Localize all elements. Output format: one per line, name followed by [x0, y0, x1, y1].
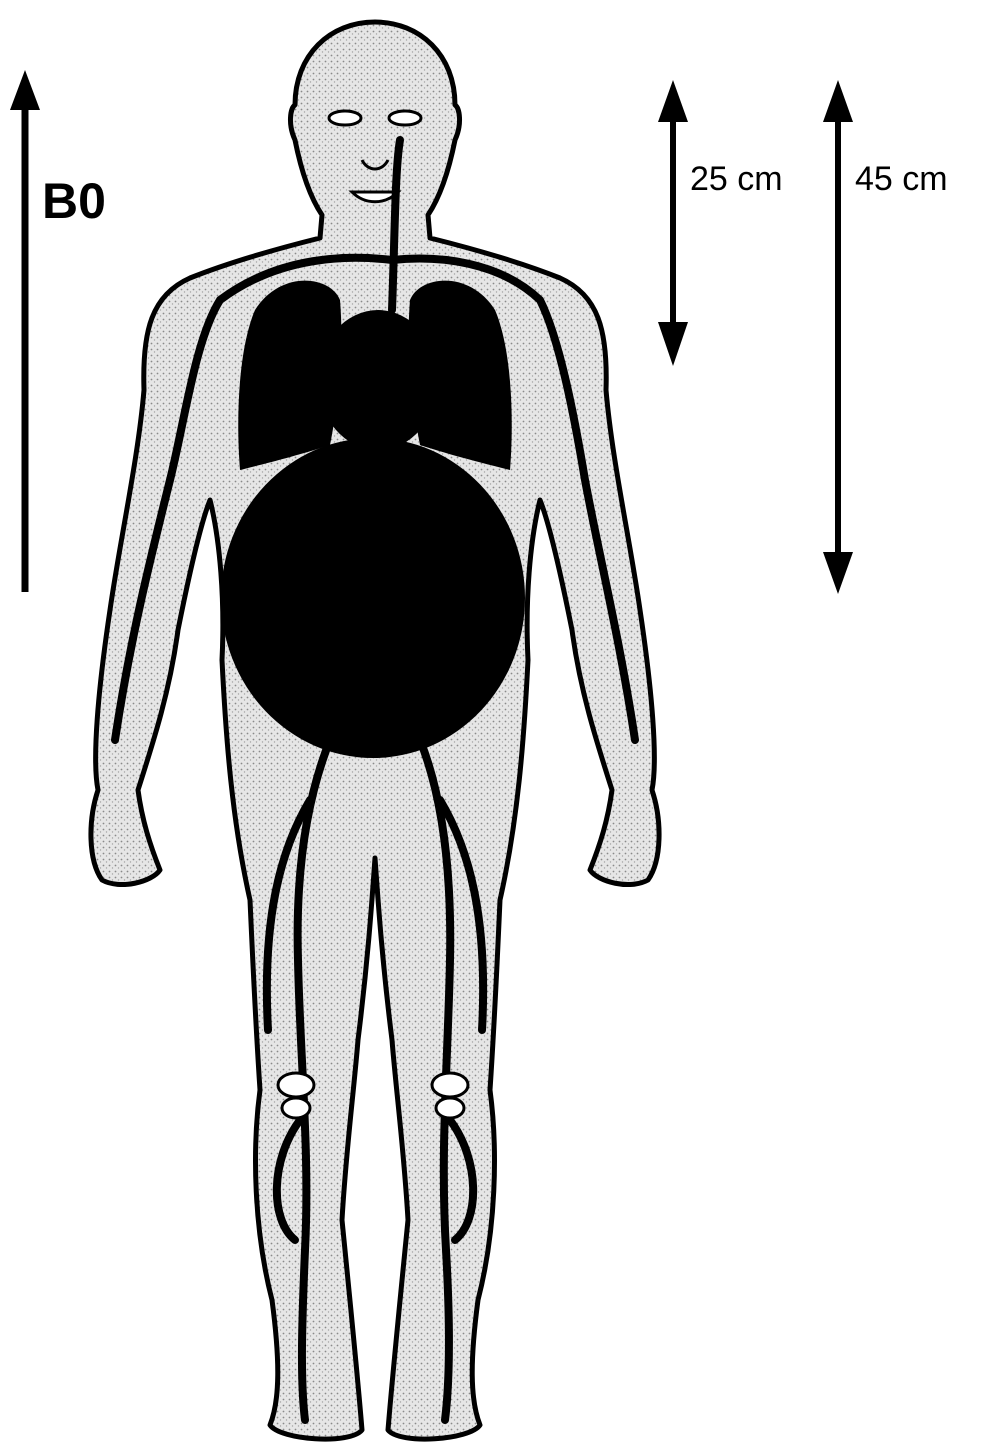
b0-arrow: [10, 70, 40, 592]
b0-label: B0: [42, 173, 106, 229]
heart: [318, 310, 438, 450]
human-body: [91, 22, 659, 1439]
knees: [278, 1073, 468, 1118]
abdominal-mass: [221, 438, 525, 758]
long-span-arrow: [823, 80, 853, 594]
long-span-label: 45 cm: [855, 160, 948, 198]
short-span-arrow: [658, 80, 688, 366]
short-span-label: 25 cm: [690, 160, 783, 198]
